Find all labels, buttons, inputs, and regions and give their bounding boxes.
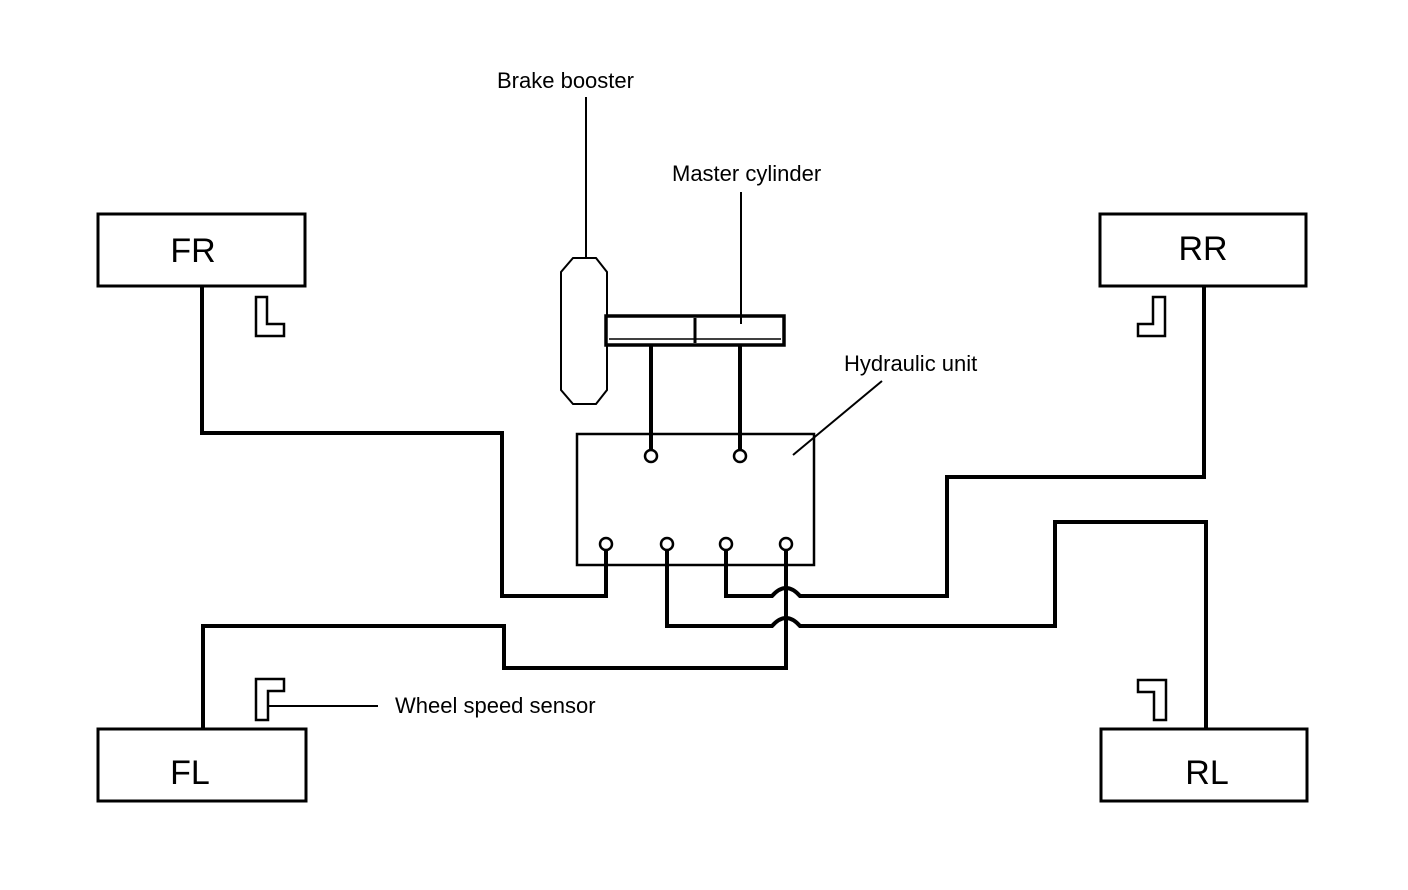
hu-outlet-port-2 — [659, 536, 675, 552]
hu-outlet-port-1 — [598, 536, 614, 552]
label-hydraulic-unit: Hydraulic unit — [844, 351, 977, 376]
wheel-fl-label: FL — [170, 754, 210, 792]
wheel-rr-box — [1098, 212, 1308, 288]
pipe-rl — [665, 520, 1208, 729]
hu-inlet-port-1 — [643, 448, 659, 464]
brake-booster — [560, 257, 608, 405]
label-master-cylinder: Master cylinder — [672, 161, 821, 186]
master-cylinder — [604, 314, 786, 347]
leader-hydraulic-unit — [792, 380, 883, 456]
pipe-fl — [201, 548, 788, 729]
wheel-rl: RL — [1099, 727, 1309, 803]
hu-inlet-port-2 — [732, 448, 748, 464]
wheel-fr: FR — [96, 212, 307, 288]
sensor-rr — [1136, 295, 1167, 338]
hydraulic-unit — [575, 432, 816, 567]
wheel-fr-label: FR — [170, 232, 215, 270]
wheel-rr: RR — [1098, 212, 1308, 288]
hu-outlet-port-4 — [778, 536, 794, 552]
label-brake-booster: Brake booster — [497, 68, 634, 93]
wheel-rr-label: RR — [1178, 230, 1227, 268]
sensor-rl — [1136, 678, 1168, 722]
sensor-fr — [254, 295, 286, 338]
pipe-rr — [724, 286, 1206, 598]
wheel-rl-label: RL — [1185, 754, 1228, 792]
wheel-fl: FL — [96, 727, 308, 803]
pipe-fr — [200, 286, 608, 598]
wheel-fr-box — [96, 212, 307, 288]
label-wheel-speed-sensor: Wheel speed sensor — [395, 693, 596, 718]
sensor-fl — [254, 677, 286, 722]
wheel-rl-box — [1099, 727, 1309, 803]
hu-outlet-port-3 — [718, 536, 734, 552]
